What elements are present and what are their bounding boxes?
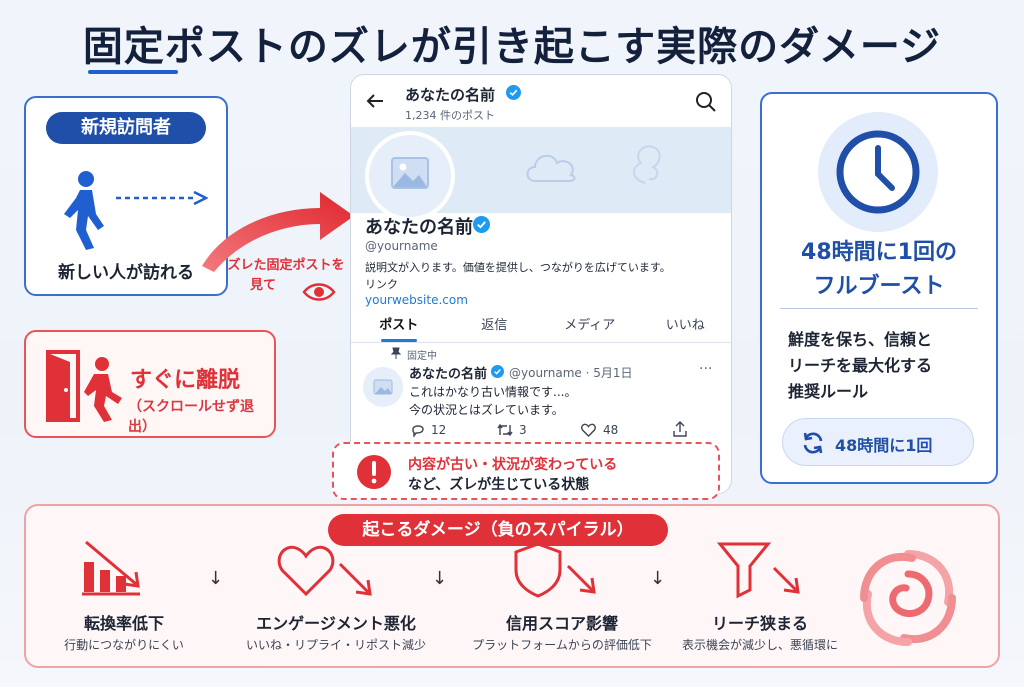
damage-sub-1: 行動につながりにくい bbox=[64, 638, 184, 652]
verified-badge-icon bbox=[491, 365, 504, 378]
arrow-caption-line1: ズレた固定ポストを bbox=[227, 258, 345, 273]
post-text-line2: 今の状況とはズレています。 bbox=[409, 403, 564, 417]
boost-rule-card: 48時間に1回の フルブースト 鮮度を保ち、信頼と リーチを最大化する 推奨ルー… bbox=[760, 92, 998, 484]
rule-desc-line2: リーチを最大化する bbox=[788, 356, 933, 375]
rule-title-line1: 48時間に1回の bbox=[801, 240, 957, 265]
profile-tabs: ポスト 返信 メディア いいね bbox=[351, 309, 731, 343]
verified-badge-icon bbox=[473, 216, 490, 233]
exit-card: すぐに離脱 （スクロールせず退出） bbox=[24, 330, 276, 438]
clock-icon bbox=[836, 130, 920, 214]
post-count: 1,234 件のポスト bbox=[405, 109, 495, 122]
share-icon[interactable] bbox=[673, 421, 687, 437]
back-arrow-icon[interactable] bbox=[365, 91, 385, 111]
rule-desc-line3: 推奨ルール bbox=[788, 382, 869, 401]
damage-title-2: エンゲージメント悪化 bbox=[256, 614, 416, 633]
new-visitor-badge: 新規訪問者 bbox=[46, 112, 206, 144]
funnel-down-icon bbox=[716, 542, 800, 599]
walking-person-icon bbox=[64, 171, 104, 250]
exit-title: すぐに離脱 bbox=[130, 368, 241, 393]
header-name: あなたの名前 bbox=[405, 86, 496, 104]
profile-bio: 説明文が入ります。価値を提供し、つながりを広げています。 bbox=[365, 261, 671, 274]
exit-subtitle: （スクロールせず退出） bbox=[128, 399, 254, 435]
heart-icon[interactable] bbox=[581, 423, 596, 437]
red-curved-arrow-icon bbox=[202, 192, 354, 272]
pin-icon bbox=[391, 347, 401, 359]
pinned-label: 固定中 bbox=[407, 351, 437, 362]
arrow-caption: ズレた固定ポストを 見て bbox=[226, 256, 346, 296]
divider bbox=[780, 308, 978, 309]
exit-door-runner-icon bbox=[46, 350, 122, 422]
reply-icon[interactable] bbox=[411, 423, 425, 437]
profile-link-label: リンク bbox=[365, 278, 398, 291]
verified-badge-icon bbox=[506, 85, 521, 100]
tab-likes[interactable]: いいね bbox=[665, 318, 705, 333]
profile-handle: @yourname bbox=[365, 239, 438, 253]
shield-down-icon bbox=[514, 542, 596, 598]
spiral-icon bbox=[860, 550, 956, 646]
declining-bar-chart-icon bbox=[82, 540, 140, 596]
tab-media[interactable]: メディア bbox=[564, 318, 616, 333]
pill-label: 48時間に1回 bbox=[835, 436, 933, 455]
alert-icon bbox=[357, 455, 391, 489]
profile-mockup: あなたの名前 1,234 件のポスト あなたの名前 @yourname 説明文が… bbox=[350, 74, 732, 494]
new-visitor-card: 新規訪問者 新しい人が訪れる bbox=[24, 96, 228, 296]
damage-title-3: 信用スコア影響 bbox=[505, 614, 618, 633]
search-icon[interactable] bbox=[695, 91, 717, 113]
boost-interval-pill: 48時間に1回 bbox=[782, 418, 974, 466]
tab-posts[interactable]: ポスト bbox=[351, 309, 447, 342]
post-author-name: あなたの名前 bbox=[409, 367, 488, 382]
page-title: 固定ポストのズレが引き起こす実際のダメージ bbox=[82, 24, 942, 70]
damage-sub-3: プラットフォームからの評価低下 bbox=[472, 638, 652, 652]
visitor-caption: 新しい人が訪れる bbox=[58, 263, 194, 283]
warning-box: 内容が古い・状況が変わっている など、ズレが生じている状態 bbox=[332, 442, 720, 500]
refresh-icon bbox=[803, 432, 823, 454]
more-options-icon[interactable]: ··· bbox=[699, 361, 713, 377]
post-avatar[interactable] bbox=[363, 367, 403, 407]
dotted-arrow-icon bbox=[116, 190, 208, 206]
damage-sub-4: 表示機会が減少し、悪循環に bbox=[681, 638, 838, 652]
image-placeholder-icon bbox=[391, 157, 429, 189]
down-arrow-icon: ↓ bbox=[432, 568, 448, 589]
eye-icon bbox=[302, 283, 336, 301]
retweet-icon[interactable] bbox=[497, 423, 513, 437]
post-text-line1: これはかなり古い情報です...。 bbox=[409, 385, 577, 399]
rule-title-line2: フルブースト bbox=[813, 274, 945, 299]
avatar[interactable] bbox=[365, 131, 455, 221]
damage-title-4: リーチ狭まる bbox=[711, 614, 808, 633]
post-meta: @yourname · 5月1日 bbox=[509, 366, 633, 380]
retweet-count: 3 bbox=[519, 423, 527, 437]
tab-replies[interactable]: 返信 bbox=[481, 318, 508, 333]
like-count: 48 bbox=[603, 423, 619, 437]
down-arrow-icon: ↓ bbox=[650, 568, 666, 589]
smoke-swirl-icon bbox=[633, 145, 661, 184]
cloud-icon bbox=[526, 154, 576, 182]
reply-count: 12 bbox=[431, 423, 447, 437]
rule-desc-line1: 鮮度を保ち、信頼と bbox=[788, 330, 933, 349]
down-arrow-icon: ↓ bbox=[208, 568, 224, 589]
damage-title-1: 転換率低下 bbox=[83, 614, 164, 633]
arrow-caption-line2: 見て bbox=[250, 278, 277, 293]
damage-sub-2: いいね・リプライ・リポスト減少 bbox=[245, 638, 426, 652]
damage-section: 起こるダメージ（負のスパイラル） 転換率低下 行動につながりにくい ↓ エンゲー… bbox=[24, 504, 1000, 668]
profile-website-link[interactable]: yourwebsite.com bbox=[365, 293, 468, 307]
warning-line1: 内容が古い・状況が変わっている bbox=[408, 457, 618, 473]
title-underline bbox=[88, 70, 178, 74]
profile-name: あなたの名前 bbox=[365, 217, 473, 238]
warning-line2: など、ズレが生じている状態 bbox=[408, 477, 590, 493]
heart-down-icon bbox=[277, 545, 372, 597]
image-placeholder-icon bbox=[373, 379, 393, 395]
damage-badge: 起こるダメージ（負のスパイラル） bbox=[328, 514, 668, 546]
